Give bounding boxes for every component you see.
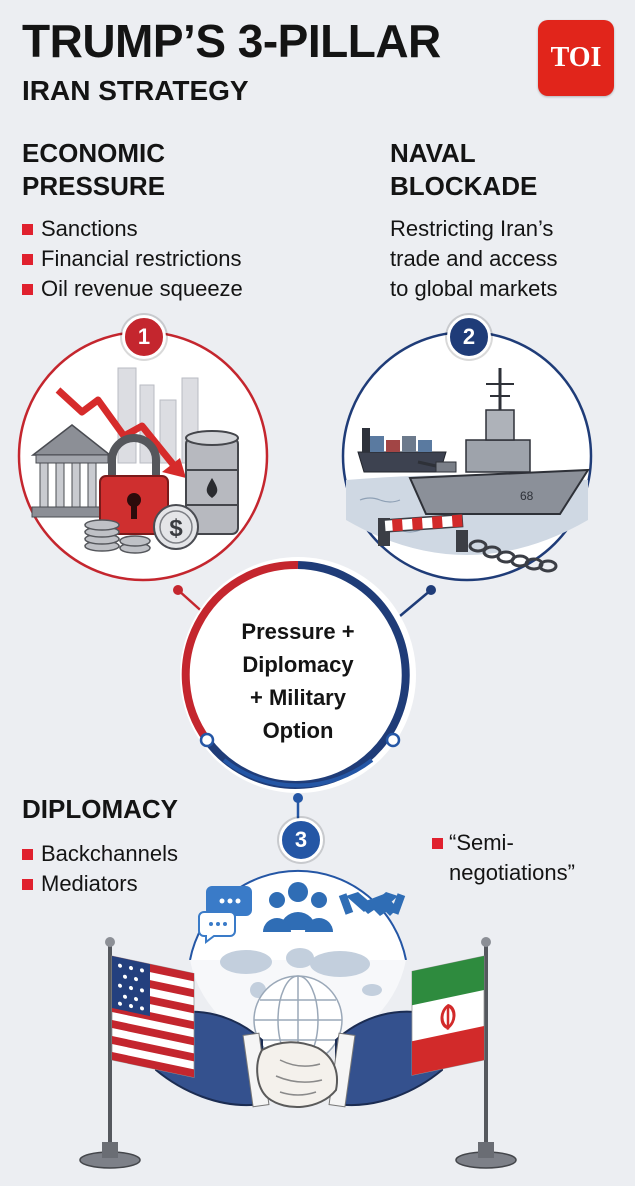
connector-line-2 [399, 589, 432, 617]
naval-blockade-heading: NAVAL BLOCKADE [390, 138, 538, 201]
iran-flag-icon [411, 937, 517, 1169]
bullet-square-icon [22, 283, 33, 295]
pillar-2-illustration: 68 [341, 330, 593, 582]
page-subtitle: IRAN STRATEGY [22, 75, 249, 106]
bullet-square-icon [22, 848, 33, 860]
pillar-1-illustration: $ [17, 330, 269, 582]
pillar-number-badge-3: 3 [279, 818, 323, 862]
page-title: TRUMP’S 3-PILLAR [22, 15, 441, 67]
chat-bubbles-icon [198, 886, 252, 944]
barrier-icon [378, 513, 468, 552]
people-group-icon [263, 882, 333, 932]
us-flag-icon [79, 937, 195, 1169]
semi-negotiations-bullet: “Semi- negotiations” [432, 828, 575, 888]
connector-dot-1 [173, 585, 183, 595]
chain-icon [468, 539, 558, 573]
bullet-square-icon [22, 253, 33, 265]
list-item: Sanctions [22, 214, 243, 244]
list-item: Oil revenue squeeze [22, 274, 243, 304]
dollar-coin-icon: $ [153, 504, 199, 550]
bullet-square-icon [22, 223, 33, 235]
connector-dot-3 [293, 793, 303, 803]
connector-dot-2 [426, 585, 436, 595]
center-summary-text: Pressure + Diplomacy + Military Option [241, 619, 355, 743]
oil-barrel-icon [185, 430, 239, 535]
diplomacy-bullet-list: Backchannels Mediators [22, 839, 178, 899]
padlock-icon [99, 434, 169, 535]
warship-icon: 68 [408, 368, 590, 515]
svg-text:68: 68 [520, 489, 534, 503]
declining-arrow-icon [55, 387, 179, 471]
economic-pressure-heading: ECONOMIC PRESSURE [22, 138, 166, 201]
list-item: Backchannels [22, 839, 178, 869]
cargo-ship-icon [357, 428, 447, 473]
list-item: Mediators [22, 869, 178, 899]
bullet-square-icon [22, 878, 33, 890]
diplomacy-heading: DIPLOMACY [22, 794, 178, 824]
list-item: Financial restrictions [22, 244, 243, 274]
toi-logo: TOI [538, 20, 614, 96]
bank-building-icon [30, 424, 113, 518]
pillar-number-badge-1: 1 [122, 315, 166, 359]
pillar-number-badge-2: 2 [447, 315, 491, 359]
bullet-square-icon [432, 838, 443, 849]
pillar-3-illustration [148, 869, 450, 1108]
handshake-icon [338, 892, 406, 916]
center-ring [180, 557, 416, 793]
svg-text:$: $ [169, 515, 183, 542]
naval-blockade-description: Restricting Iran’s trade and access to g… [390, 216, 558, 301]
economic-bullet-list: Sanctions Financial restrictions Oil rev… [22, 214, 243, 304]
